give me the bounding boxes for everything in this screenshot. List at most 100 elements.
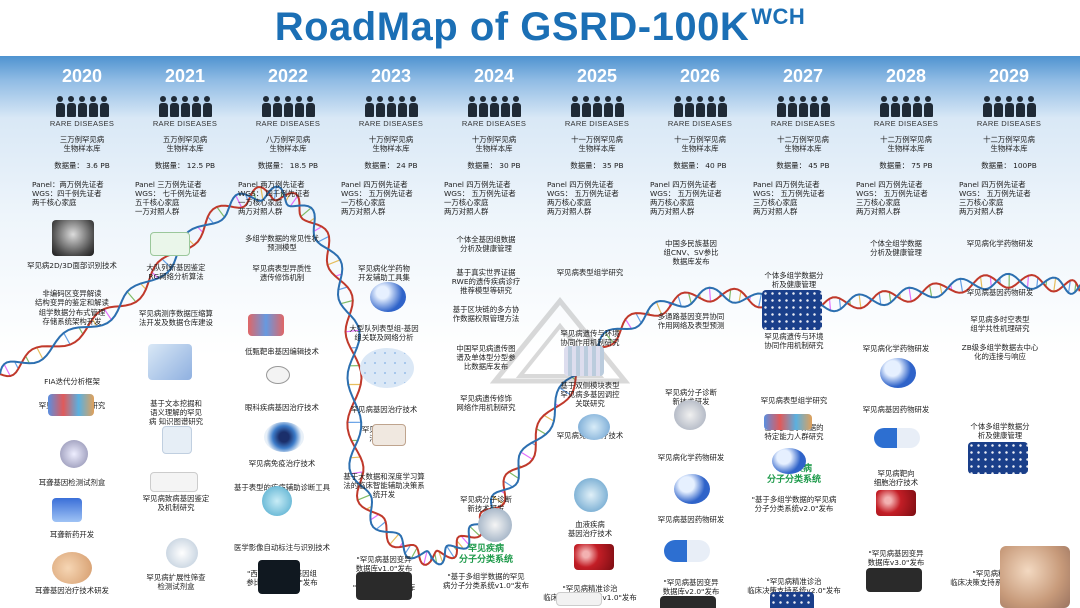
blood-cells-illustration: [574, 544, 614, 570]
pills-illustration: [674, 474, 710, 504]
data-volume: 数据量： 30 PB: [467, 161, 521, 170]
dna-rung: [340, 299, 353, 305]
pills-illustration: [880, 358, 916, 388]
milestone-item: 大型队列表型组-基因组关联及网络分析: [349, 324, 419, 342]
network-graph-illustration: [360, 348, 414, 388]
rare-diseases-label: RARE DISEASES: [873, 119, 939, 128]
capsule-illustration: [664, 540, 710, 562]
people-icon: [30, 96, 134, 118]
dna-rung: [404, 544, 412, 555]
milestone-item: 罕见病靶向细胞治疗技术: [873, 469, 919, 487]
pathway-illustration: [150, 472, 198, 492]
eye-illustration: [264, 422, 304, 452]
milestone-item: 基于双侧模块表型罕见病多基因调控关联研究: [560, 381, 620, 408]
dna-rung: [78, 327, 84, 335]
rare-diseases-label: RARE DISEASES: [976, 119, 1042, 128]
milestone-item: 耳聋新药开发: [49, 530, 95, 539]
milestone-item: 罕见病多时空表型组学共性机理研究: [970, 315, 1030, 333]
milestone-item: 罕见病化学药物研发: [657, 453, 725, 462]
data-volume: 数据量： 75 PB: [879, 161, 933, 170]
title-superscript: WCH: [751, 4, 806, 29]
dna-rung: [491, 495, 505, 505]
year-label: 2028: [885, 66, 927, 86]
people-icon: [236, 96, 340, 118]
dna-rung: [1053, 277, 1057, 292]
wordcloud-illustration: [866, 568, 922, 592]
year-label: 2025: [576, 66, 618, 86]
sample-bank: 十万例罕见病生物样本库: [471, 135, 517, 153]
dna-rung: [357, 494, 371, 501]
dna-rung: [687, 292, 692, 304]
dna-rung: [423, 550, 428, 565]
brain-network-illustration: [770, 592, 814, 608]
milestone-item: 多组学数据的常见性状预测模型: [245, 234, 319, 252]
milestone-item: 非编码区变异解读结构变异的鉴定和解读: [35, 289, 109, 307]
milestone-item: 多通路基因变异协同作用网络及表型预测: [657, 312, 725, 330]
child-tablet-illustration: [1000, 546, 1070, 608]
dna-rung: [655, 301, 663, 316]
dna-rung: [878, 292, 882, 305]
cells-illustration: [876, 490, 916, 516]
milestone-item: 罕见病表型组学研究: [760, 396, 828, 405]
face-illustration: [52, 220, 94, 256]
dna-rung: [959, 278, 964, 293]
sample-bank: 十万例罕见病生物样本库: [368, 135, 414, 153]
milestone-item: 罕见病基因药物研发: [657, 515, 725, 524]
capsule-illustration: [874, 428, 920, 448]
text-mining-illustration: [162, 426, 192, 454]
dna-rung: [858, 294, 862, 309]
year-label: 2023: [370, 66, 412, 86]
scissors-icon: [266, 366, 290, 384]
dna-rung: [558, 387, 572, 396]
data-volume: 数据量： 45 PB: [776, 161, 830, 170]
data-volume: 数据量： 24 PB: [364, 161, 418, 170]
rare-diseases-label: RARE DISEASES: [49, 119, 115, 128]
dna-rung: [1067, 280, 1071, 293]
milestone-item: 基于文本挖掘和语义理解的罕见病 知识图谱研究: [148, 399, 204, 426]
milestone-item: 耳聋基因治疗技术研发: [35, 586, 109, 595]
rare-diseases-label: RARE DISEASES: [564, 119, 630, 128]
people-icon: [133, 96, 237, 118]
rare-diseases-label: RARE DISEASES: [770, 119, 836, 128]
brain-network-illustration: [762, 290, 822, 330]
network-illustration: [150, 232, 190, 256]
rare-diseases-label: RARE DISEASES: [152, 119, 218, 128]
dna-rung: [738, 291, 742, 303]
milestone-item: 罕见病测序数据压缩算法开发及数据仓库建设: [139, 309, 213, 327]
dna-rung: [828, 298, 832, 311]
dna-chart-illustration: [764, 414, 812, 430]
dna-rung: [928, 285, 933, 298]
people-icon: [751, 96, 855, 118]
dna-rung: [197, 226, 204, 233]
dna-strand-b: [0, 185, 1080, 566]
dna-rung: [252, 190, 257, 200]
dna-rung: [410, 547, 418, 559]
milestone-item: 罕见病致病基因鉴定及机制研究: [142, 494, 210, 512]
year-label: 2020: [61, 66, 103, 86]
dna-rung: [36, 347, 44, 360]
dna-rung: [260, 187, 264, 200]
dna-rung: [327, 259, 341, 266]
sample-bank: 五万例罕见病生物样本库: [162, 135, 208, 153]
rare-diseases-label: RARE DISEASES: [358, 119, 424, 128]
rare-diseases-label: RARE DISEASES: [461, 119, 527, 128]
dna-rung: [456, 540, 465, 550]
year-label: 2027: [782, 66, 824, 86]
dna-rung: [126, 291, 137, 303]
milestone-item: 罕见病遗传与环境协同作用机制研究: [560, 329, 620, 347]
year-label: 2021: [164, 66, 206, 86]
milestone-item: 罕见病化学药物开发辅助工具集: [358, 264, 410, 282]
dna-chart-illustration: [48, 394, 94, 416]
dna-rung: [888, 291, 892, 303]
